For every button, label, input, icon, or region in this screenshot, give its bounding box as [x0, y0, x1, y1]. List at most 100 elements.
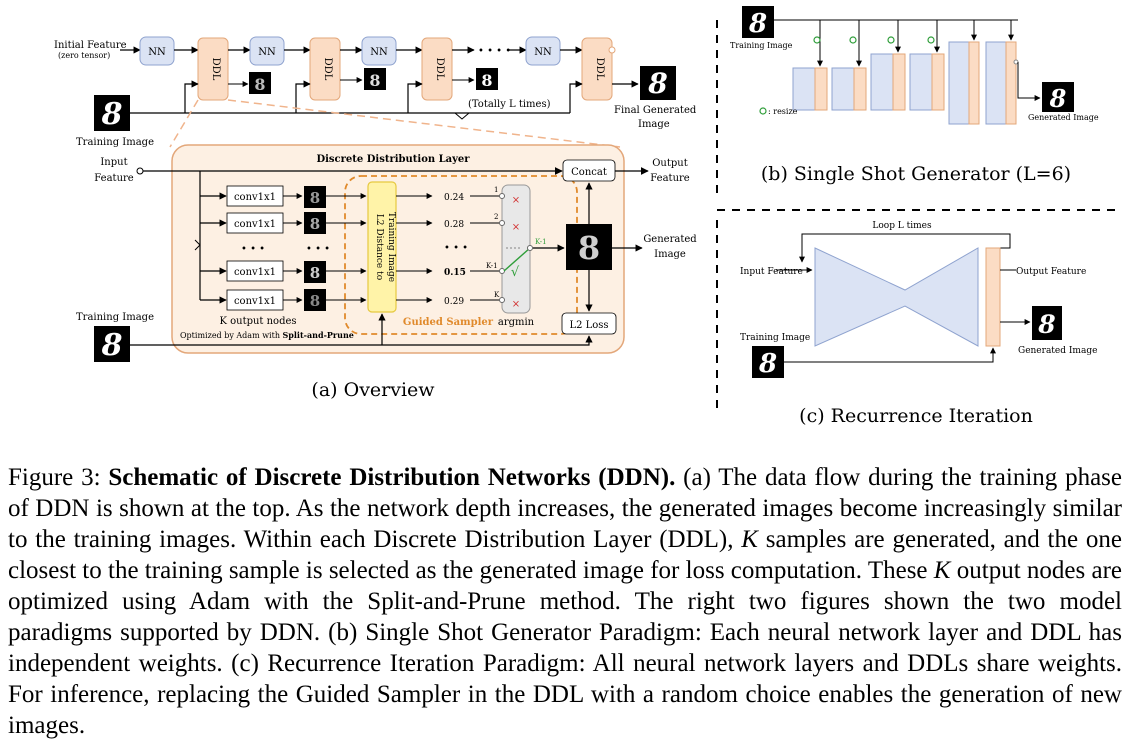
conv-node-k: conv1x1: [226, 289, 284, 311]
nn-block-3: NN: [361, 36, 397, 66]
svg-text:8: 8: [748, 9, 767, 39]
svg-text:2: 2: [494, 213, 498, 221]
svg-text:conv1x1: conv1x1: [234, 267, 276, 278]
final-generated-label-1: Final Generated: [614, 105, 697, 116]
svg-text:NN: NN: [148, 47, 166, 58]
ss-training-image: 8: [742, 6, 774, 39]
ss-nn-6: [985, 41, 1007, 125]
argmin-label: argmin: [498, 317, 535, 328]
initial-feature-label: Initial Feature: [54, 40, 127, 51]
rec-training-image-label: Training Image: [740, 333, 810, 343]
svg-text:8: 8: [1037, 310, 1055, 339]
svg-text:8: 8: [578, 229, 600, 267]
final-generated-image: 8: [612, 66, 676, 100]
totally-l-times-label: (Totally L times): [468, 99, 551, 110]
distance-1: 0.24: [444, 193, 464, 203]
input-feature-label: Input Feature: [740, 267, 803, 277]
svg-text:Training Image: Training Image: [386, 212, 396, 282]
generated-thumb-3: 8: [452, 68, 498, 90]
figure-caption: Figure 3: Schematic of Discrete Distribu…: [8, 462, 1122, 741]
ss-generated-image-label: Generated Image: [1028, 113, 1099, 122]
l2-distance-block: [367, 181, 397, 313]
final-generated-label-2: Image: [638, 119, 670, 130]
caption-title: Schematic of Discrete Distribution Netwo…: [108, 464, 676, 491]
ss-ddl-3: [892, 53, 906, 111]
k-output-nodes-label: K output nodes: [219, 316, 296, 327]
conv-node-k-1: conv1x1: [226, 260, 284, 282]
svg-text:conv1x1: conv1x1: [234, 192, 276, 203]
ss-ddl-6: [1005, 41, 1017, 125]
svg-text:8: 8: [310, 264, 320, 282]
ss-training-image-label: Training Image: [730, 41, 793, 50]
conv-ellipsis: • • •: [241, 244, 265, 255]
svg-text:• • •: • • •: [306, 244, 330, 255]
svg-text:Concat: Concat: [571, 167, 607, 178]
sample-thumb-k-1: [304, 261, 326, 283]
overview-title: (a) Overview: [311, 379, 435, 401]
svg-text:K-1: K-1: [486, 262, 498, 270]
rec-generated-image: 8: [1032, 306, 1062, 340]
ddl-block-final: DDL: [581, 37, 616, 101]
output-feature-label-1: Output: [652, 158, 688, 169]
svg-text:DDL: DDL: [434, 58, 445, 81]
svg-text:L2 Distance to: L2 Distance to: [374, 214, 384, 280]
single-shot-title: (b) Single Shot Generator (L=6): [761, 163, 1071, 185]
ddl-block-1: DDL: [197, 37, 229, 101]
svg-text:L2 Loss: L2 Loss: [569, 320, 608, 331]
nn-block-2: NN: [249, 36, 285, 66]
training-image-label-top: Training Image: [76, 137, 154, 148]
svg-text:NN: NN: [258, 47, 276, 58]
distance-2: 0.28: [444, 220, 464, 230]
ddl-block-2: DDL: [309, 37, 341, 101]
rec-generated-image-label: Generated Image: [1018, 346, 1097, 356]
sample-thumb-2: [304, 212, 326, 234]
pipeline-ellipsis: • • • •: [478, 46, 511, 57]
caption-k-2: K: [933, 557, 951, 584]
generated-thumb-1: 8: [228, 72, 271, 94]
recurrence-title: (c) Recurrence Iteration: [799, 405, 1033, 427]
input-feature-label-1: Input: [100, 157, 127, 168]
svg-text:8: 8: [310, 189, 320, 207]
ss-nn-2: [831, 67, 855, 111]
ss-ddl-1: [814, 67, 828, 111]
resize-marker-4: [927, 36, 935, 44]
l2-loss-block: L2 Loss: [561, 312, 617, 335]
ss-ddl-4: [931, 53, 945, 111]
hourglass-network: [814, 247, 979, 347]
concat-block: Concat: [562, 159, 616, 182]
nn-block-1: NN: [139, 36, 175, 66]
sample-thumb-k: [304, 289, 326, 311]
generated-thumb-2: 8: [340, 68, 386, 90]
svg-text:8: 8: [758, 349, 777, 379]
conv-node-1: conv1x1: [226, 185, 284, 207]
generated-image-label-2: Image: [654, 249, 686, 260]
svg-text:8: 8: [369, 71, 380, 90]
loop-label: Loop L times: [872, 221, 932, 231]
selected-generated-image: 8: [566, 224, 612, 270]
distance-ellipsis: • • •: [444, 243, 468, 254]
reject-mark-2: ×: [512, 222, 520, 233]
svg-text:8: 8: [481, 71, 492, 90]
ddl-detail-panel: Discrete Distribution Layer Input Featur…: [94, 144, 697, 354]
ddl-panel-title: Discrete Distribution Layer: [316, 154, 470, 165]
recurrence-ddl: [985, 247, 1001, 347]
rec-training-image: 8: [752, 346, 784, 379]
svg-text:8: 8: [101, 97, 123, 132]
caption-label: Figure 3:: [8, 464, 109, 491]
ss-nn-4: [909, 53, 933, 111]
ss-ddl-2: [853, 67, 867, 111]
svg-text:DDL: DDL: [594, 58, 605, 81]
overview-pipeline: Initial Feature (zero tensor) NN DDL NN …: [54, 36, 697, 148]
caption-k-1: K: [741, 526, 758, 553]
output-feature-label: Output Feature: [1016, 267, 1086, 277]
generated-image-label-1: Generated: [643, 234, 697, 245]
training-image-top: 8: [94, 95, 130, 132]
svg-text:DDL: DDL: [210, 58, 221, 81]
resize-marker-3: [887, 36, 895, 44]
guided-sampler: Guided Sampler L2 Distance to Training I…: [326, 175, 578, 335]
zero-tensor-label: (zero tensor): [58, 51, 110, 60]
training-image-label-bottom: Training Image: [76, 312, 154, 323]
svg-text:8: 8: [647, 67, 667, 100]
resize-marker-1: [813, 36, 821, 44]
select-check-mark: √: [511, 265, 520, 280]
